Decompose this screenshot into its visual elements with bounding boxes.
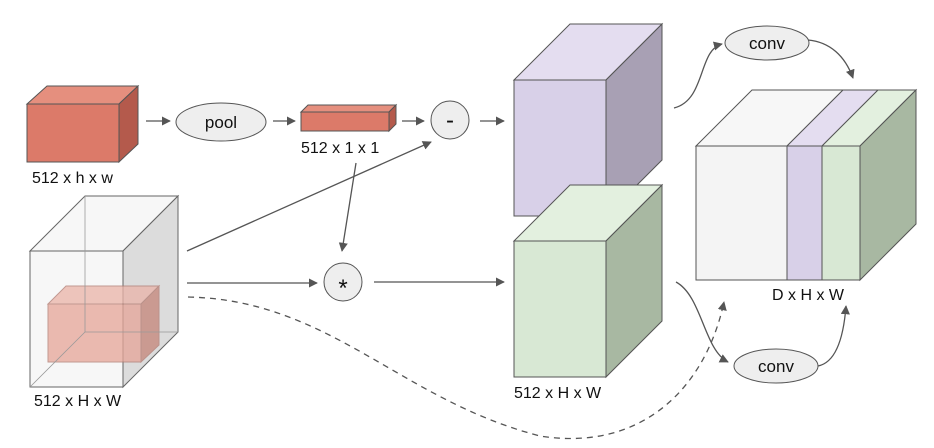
output-front-green — [821, 145, 861, 281]
pool-ellipse — [175, 102, 267, 142]
arrow-purple-to-conv — [673, 41, 723, 109]
inner-red-top — [46, 285, 161, 305]
small-feature-block — [25, 84, 140, 164]
output-label: D x H x W — [772, 287, 845, 304]
arrow-vector-to-multiply — [338, 162, 357, 252]
dashed-skip-connection — [187, 296, 727, 440]
pool-node: pool — [175, 102, 267, 142]
large-feature-back-edge-diag — [29, 331, 86, 388]
subtract-circle — [430, 100, 470, 140]
output-front-white — [695, 145, 788, 281]
subtract-symbol: - — [446, 107, 454, 134]
pooled-vector-block — [299, 103, 398, 133]
small-feature-label: 512 x h x w — [32, 170, 113, 187]
green-feature-label: 512 x H x W — [514, 385, 602, 402]
arrow-conv-top-to-output — [807, 39, 855, 79]
large-feature-label: 512 x H x W — [34, 393, 122, 410]
pooled-vector-front — [300, 111, 390, 132]
arrow-green-to-conv — [675, 281, 729, 363]
conv-top-node: conv — [724, 25, 810, 61]
inner-red-front — [47, 303, 142, 363]
multiply-operator: * — [323, 262, 363, 302]
multiply-circle — [323, 262, 363, 302]
pooled-vector-top — [299, 104, 398, 113]
arrow-large-to-subtract — [186, 141, 432, 252]
inner-red-block — [46, 284, 161, 364]
pool-label: pool — [205, 113, 237, 132]
arrow-conv-bottom-to-output — [817, 305, 850, 367]
conv-top-ellipse — [724, 25, 810, 61]
green-feature-block — [512, 183, 664, 379]
output-block — [694, 88, 918, 282]
conv-bottom-node: conv — [733, 348, 819, 384]
conv-bottom-label: conv — [758, 357, 794, 376]
subtract-operator: - — [430, 100, 470, 140]
green-front — [513, 240, 607, 378]
pooled-vector-label: 512 x 1 x 1 — [301, 140, 379, 157]
multiply-symbol: * — [338, 275, 347, 302]
small-feature-front — [26, 103, 120, 163]
conv-top-label: conv — [749, 34, 785, 53]
large-feature-block — [28, 194, 180, 389]
output-front-purple — [786, 145, 823, 281]
